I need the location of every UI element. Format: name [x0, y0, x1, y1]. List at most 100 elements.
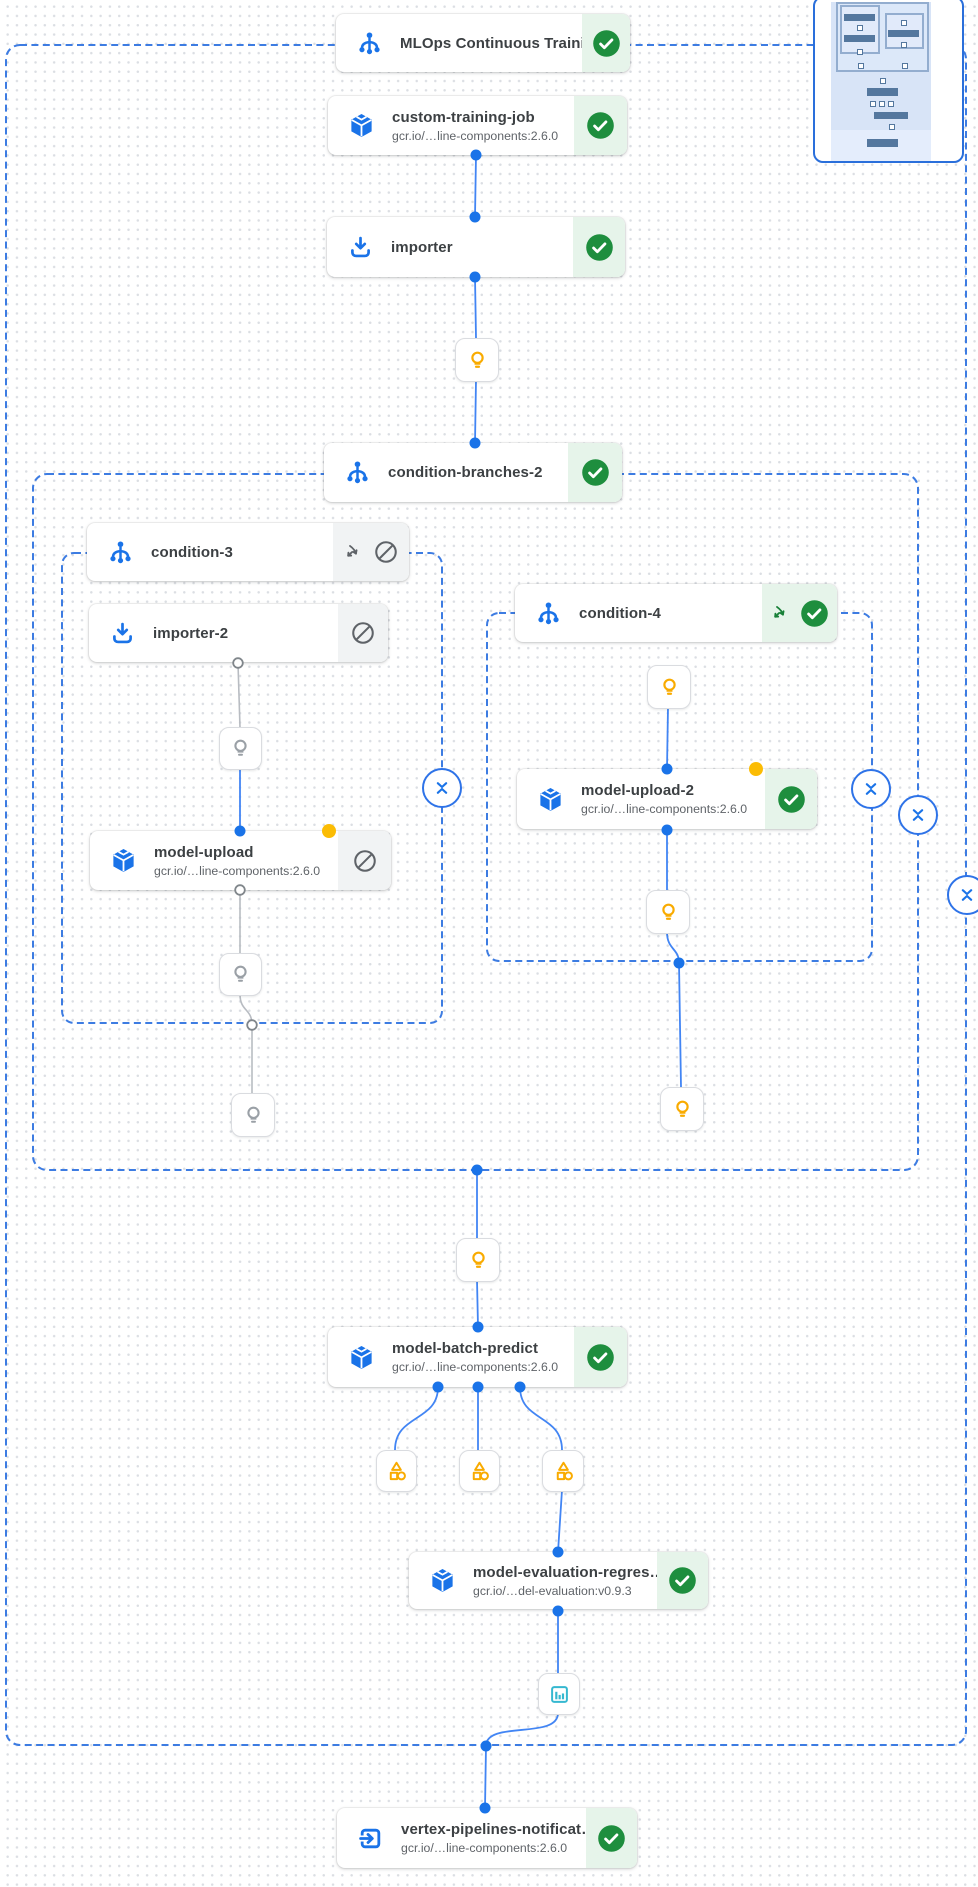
lightbulb-icon [675, 1100, 689, 1117]
task-node-model-evaluation-regression[interactable]: model-evaluation-regres… gcr.io/…del-eva… [409, 1552, 708, 1609]
artifact-node-parameter[interactable] [646, 890, 690, 934]
status-badge [568, 443, 622, 502]
minimap-artifact [888, 101, 894, 107]
task-node-importer[interactable]: importer [327, 217, 625, 277]
metrics-icon [389, 1461, 406, 1480]
success-check-icon [598, 1824, 625, 1852]
skipped-block-icon [352, 622, 374, 644]
container-cube-icon [348, 1344, 375, 1371]
metrics-icon [472, 1461, 489, 1480]
minimap-artifact [857, 49, 863, 55]
status-badge [657, 1552, 708, 1609]
task-node-condition-3[interactable]: condition-3 [87, 523, 409, 581]
artifact-node-metrics[interactable] [542, 1450, 584, 1492]
branch-tree-icon [356, 30, 383, 57]
status-badge [573, 217, 625, 277]
success-check-icon [592, 29, 620, 57]
collapse-pipeline-button[interactable] [947, 875, 978, 915]
success-check-icon [587, 112, 614, 139]
minimap-node [844, 14, 875, 21]
minimap-artifact [857, 25, 863, 31]
minimap-artifact [880, 78, 886, 84]
artifact-node-parameter[interactable] [455, 338, 499, 382]
status-badge [574, 1327, 627, 1387]
bar-chart-icon [550, 1685, 568, 1703]
status-badge [333, 523, 409, 581]
minimap-node [867, 139, 898, 147]
artifact-node-parameter[interactable] [647, 665, 691, 709]
collapse-chevrons-icon [961, 889, 973, 901]
lightbulb-icon [662, 678, 676, 695]
task-node-condition-4[interactable]: condition-4 [515, 584, 837, 642]
task-node-mlops-root[interactable]: MLOps Continuous Traini… [336, 14, 630, 72]
branch-tree-icon [535, 600, 562, 627]
status-badge [338, 831, 391, 890]
node-title: vertex-pipelines-notificat… [401, 1821, 597, 1838]
minimap-artifact [879, 101, 885, 107]
container-cube-icon [348, 112, 375, 139]
minimap-artifact [889, 124, 895, 130]
skipped-block-icon [353, 849, 376, 872]
status-badge [574, 96, 627, 155]
success-check-icon [581, 459, 609, 486]
collapse-chevrons-icon [436, 782, 448, 794]
container-cube-icon [110, 847, 137, 874]
status-badge [586, 1808, 637, 1868]
status-badge [765, 769, 817, 829]
exit-arrow-icon [357, 1825, 384, 1852]
lightbulb-icon [246, 1106, 260, 1123]
collapse-condition-3-button[interactable] [422, 768, 462, 808]
artifact-node-visualization[interactable] [538, 1673, 580, 1715]
import-download-icon [347, 234, 374, 261]
task-node-custom-training-job[interactable]: custom-training-job gcr.io/…line-compone… [328, 96, 627, 155]
success-check-icon [801, 599, 828, 627]
collapse-condition-4-button[interactable] [851, 769, 891, 809]
minimap-artifact [870, 101, 876, 107]
node-subtitle: gcr.io/…line-components:2.6.0 [401, 1841, 568, 1855]
status-badge [338, 604, 388, 662]
status-badge [582, 14, 630, 72]
minimap-node [844, 35, 875, 42]
success-check-icon [585, 233, 613, 261]
minimap-artifact [858, 63, 864, 69]
metrics-icon [556, 1461, 573, 1480]
lightbulb-icon [471, 1251, 485, 1268]
success-check-icon [669, 1567, 696, 1594]
minimap-artifact [902, 63, 908, 69]
lightbulb-icon [234, 739, 247, 756]
container-cube-icon [537, 786, 564, 813]
collapse-chevrons-icon [912, 809, 924, 821]
minimap-node [888, 30, 919, 37]
artifact-node-parameter-skipped[interactable] [219, 953, 262, 996]
branch-tree-icon [344, 459, 371, 486]
minimap-artifact [901, 42, 907, 48]
lightbulb-icon [470, 351, 484, 368]
success-check-icon [587, 1343, 614, 1371]
container-cube-icon [429, 1567, 456, 1594]
lightbulb-icon [661, 903, 675, 920]
collapse-chevrons-icon [865, 783, 877, 795]
task-node-condition-branches-2[interactable]: condition-branches-2 [324, 443, 622, 502]
task-node-importer-2[interactable]: importer-2 [89, 604, 388, 662]
task-node-vertex-pipelines-notification[interactable]: vertex-pipelines-notificat… gcr.io/…line… [337, 1808, 637, 1868]
minimap-node [874, 112, 908, 119]
branch-tree-icon [107, 539, 134, 566]
artifact-node-metrics[interactable] [459, 1450, 500, 1492]
artifact-node-parameter-skipped[interactable] [219, 727, 262, 770]
artifact-node-parameter-skipped[interactable] [231, 1093, 275, 1137]
minimap[interactable] [813, 0, 964, 163]
artifact-node-parameter[interactable] [456, 1238, 500, 1282]
collapse-condition-branches-2-button[interactable] [898, 795, 938, 835]
branch-split-icon [347, 544, 358, 557]
artifact-node-parameter[interactable] [660, 1087, 704, 1131]
skipped-block-icon [375, 541, 397, 563]
task-node-model-upload-2[interactable]: model-upload-2 gcr.io/…line-components:2… [517, 769, 817, 829]
task-node-model-upload[interactable]: model-upload gcr.io/…line-components:2.6… [90, 831, 391, 890]
minimap-node [867, 88, 898, 96]
success-check-icon [777, 785, 805, 813]
status-badge [762, 584, 837, 642]
branch-split-icon [774, 605, 785, 618]
artifact-node-metrics[interactable] [376, 1450, 417, 1492]
task-node-model-batch-predict[interactable]: model-batch-predict gcr.io/…line-compone… [328, 1327, 627, 1387]
